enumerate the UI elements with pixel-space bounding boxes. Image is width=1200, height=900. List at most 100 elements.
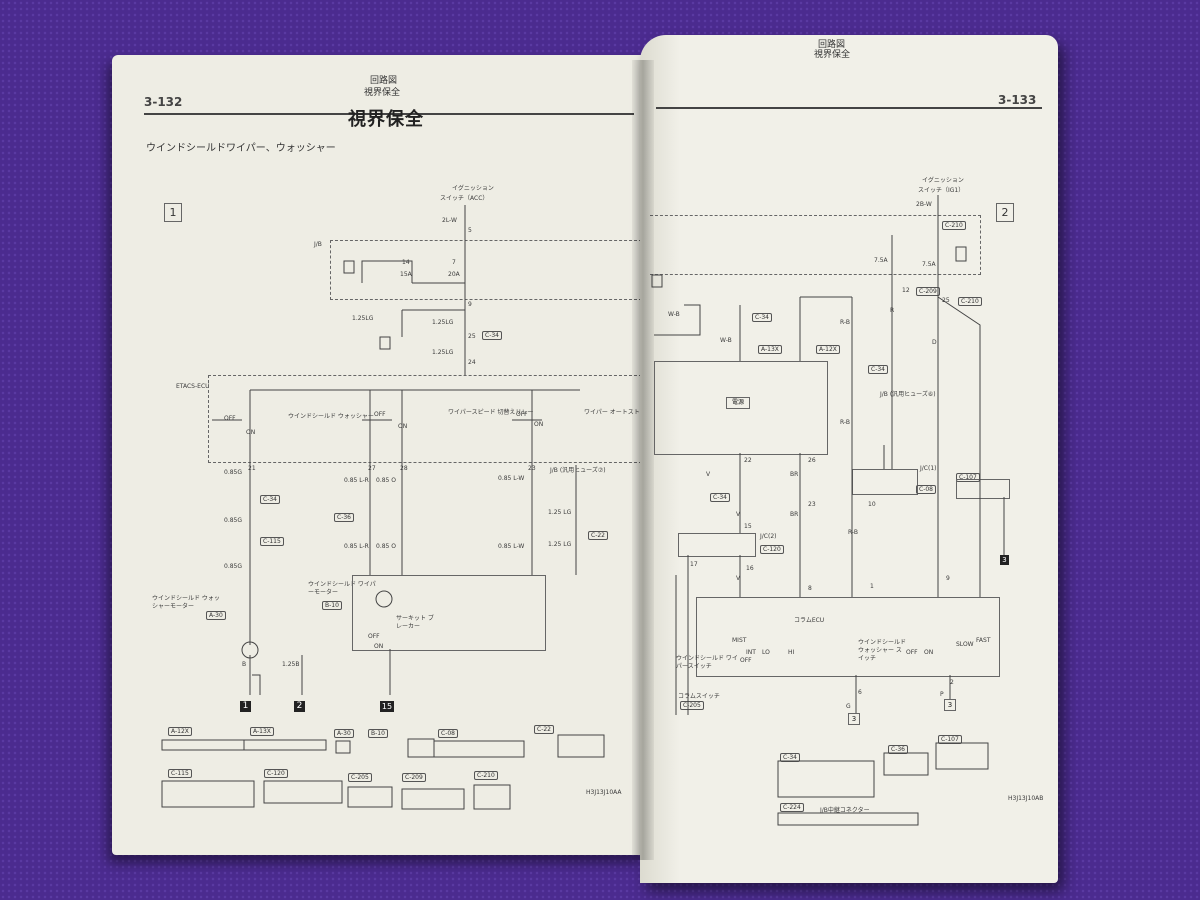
left-off-1: OFF <box>224 415 236 422</box>
right-wiring-lines <box>651 195 1005 826</box>
left-off-3: OFF <box>516 411 528 418</box>
right-pin25: 25 <box>942 297 950 304</box>
left-wire-125lg-b: 1.25LG <box>432 319 454 326</box>
left-conn-a30: A-30 <box>334 729 354 738</box>
left-c115-label: C-115 <box>260 537 284 546</box>
left-fuse2-rating: 20A <box>448 271 460 278</box>
left-subtitle: ウインドシールドワイパー、ウォッシャー <box>146 143 336 154</box>
right-etacs-box <box>654 361 828 455</box>
right-a13x-label: A-13X <box>758 345 782 354</box>
right-jc1-label: J/C(1) <box>920 465 937 472</box>
right-column-ecu-box <box>696 597 1000 677</box>
left-pin-28: 28 <box>400 465 408 472</box>
left-pin9: 9 <box>468 301 472 308</box>
left-page-number: 3-132 <box>144 95 183 109</box>
right-header-line2: 視界保全 <box>814 50 851 60</box>
left-wire-125b: 1.25B <box>282 661 300 668</box>
left-pin5: 5 <box>468 227 472 234</box>
left-c34-label-2: C-34 <box>260 495 280 504</box>
right-on: ON <box>924 649 934 656</box>
right-ground-3b: 3 <box>848 713 860 725</box>
right-pin-26: 26 <box>808 457 816 464</box>
left-wire-085g-a: 0.85G <box>224 469 243 476</box>
right-pin-23: 23 <box>808 501 816 508</box>
left-wire-125lg-e: 1.25 LG <box>548 541 572 548</box>
right-fuse-75a-1: 7.5A <box>874 257 888 264</box>
left-conn-b10: B-10 <box>368 729 388 738</box>
left-c36-label: C-36 <box>334 513 354 522</box>
right-fuse-75a-2: 7.5A <box>922 261 936 268</box>
right-conn-c224: C-224 <box>780 803 804 812</box>
left-fuse1-rating: 15A <box>400 271 412 278</box>
right-pin-6: 6 <box>858 689 862 696</box>
right-wire-wb-1: W-B <box>668 311 680 318</box>
right-pin-22: 22 <box>744 457 752 464</box>
left-off-2: OFF <box>374 411 386 418</box>
right-c205-label: C-205 <box>680 701 704 710</box>
right-lo: LO <box>762 649 770 656</box>
left-relay3: ワイパー オートストップリレー <box>584 409 644 416</box>
left-on-2: ON <box>398 423 408 430</box>
right-wire-d: D <box>932 339 937 346</box>
left-title: 視界保全 <box>348 109 424 130</box>
right-diagram-marker: 2 <box>996 203 1014 222</box>
right-wire-v-1: V <box>706 471 711 478</box>
right-mist: MIST <box>732 637 747 644</box>
left-wire-085lw-b: 0.85 L-W <box>498 543 525 550</box>
right-pin-15: 15 <box>744 523 752 530</box>
left-conn-c115: C-115 <box>168 769 192 778</box>
left-wire-085g-c: 0.85G <box>224 563 243 570</box>
left-wire-125lg-a: 1.25LG <box>352 315 374 322</box>
left-pin25: 25 <box>468 333 476 340</box>
right-jb-box <box>650 215 981 275</box>
right-pin12: 12 <box>902 287 910 294</box>
left-circuit-breaker: サーキット ブレーカー <box>396 615 434 630</box>
right-c34-label-3: C-34 <box>710 493 730 502</box>
left-conn-c210: C-210 <box>474 771 498 780</box>
right-footer-code: H3J13J10AB <box>1008 795 1044 802</box>
right-jb-fuse: J/B (汎用ヒューズ⑥) <box>880 391 936 398</box>
left-ignition-label1: イグニッション <box>452 185 494 192</box>
right-pin-10: 10 <box>868 501 876 508</box>
book-spine-shadow <box>632 60 654 860</box>
right-c210-label-1: C-210 <box>942 221 966 230</box>
right-ground-3c: 3 <box>944 699 956 711</box>
right-c08-label: C-08 <box>916 485 936 494</box>
left-etacs-label: ETACS-ECU <box>176 383 210 390</box>
right-power-label: 電源 <box>726 397 750 409</box>
right-c34-label-1: C-34 <box>752 313 772 322</box>
left-a30-label: A-30 <box>206 611 226 620</box>
left-washer-motor: ウインドシールド ウォッシャーモーター <box>152 595 220 610</box>
right-ignition-label2: スイッチ（IG1） <box>918 187 965 194</box>
left-ignition-label2: スイッチ（ACC） <box>440 195 489 202</box>
left-wire-085lr-a: 0.85 L-R <box>344 477 369 484</box>
left-off-4: OFF <box>368 633 380 640</box>
left-header-rule <box>144 113 634 115</box>
left-c34-label: C-34 <box>482 331 502 340</box>
left-footer-code: H3J13J10AA <box>586 789 622 796</box>
left-wire-085o-a: 0.85 O <box>376 477 396 484</box>
right-wire-rb-2: R-B <box>840 419 850 426</box>
right-c120-label: C-120 <box>760 545 784 554</box>
left-conn-c22: C-22 <box>534 725 554 734</box>
left-pin-27: 27 <box>368 465 376 472</box>
right-jc2-box <box>678 533 756 557</box>
right-int: INT <box>746 649 756 656</box>
right-column-switch: コラムスイッチ <box>678 693 720 700</box>
right-off-1: OFF <box>740 657 752 664</box>
left-ground-15: 15 <box>380 701 394 712</box>
right-jc2-label: J/C(2) <box>760 533 777 540</box>
left-fuse2-num: 7 <box>452 259 456 266</box>
left-wire-125lg-c: 1.25LG <box>432 349 454 356</box>
right-wire-g: G <box>846 703 851 710</box>
right-wire-rb-1: R-B <box>840 319 850 326</box>
right-off-2: OFF <box>906 649 918 656</box>
right-column-ecu-label: コラムECU <box>794 617 825 624</box>
left-conn-c209: C-209 <box>402 773 426 782</box>
left-wire-085o-b: 0.85 O <box>376 543 396 550</box>
left-diagram-marker: 1 <box>164 203 182 222</box>
right-c210-label-2: C-210 <box>958 297 982 306</box>
right-hi: HI <box>788 649 795 656</box>
right-wiper-switch: ウインドシールド ワイパースイッチ <box>676 655 738 670</box>
right-pin-16: 16 <box>746 565 754 572</box>
